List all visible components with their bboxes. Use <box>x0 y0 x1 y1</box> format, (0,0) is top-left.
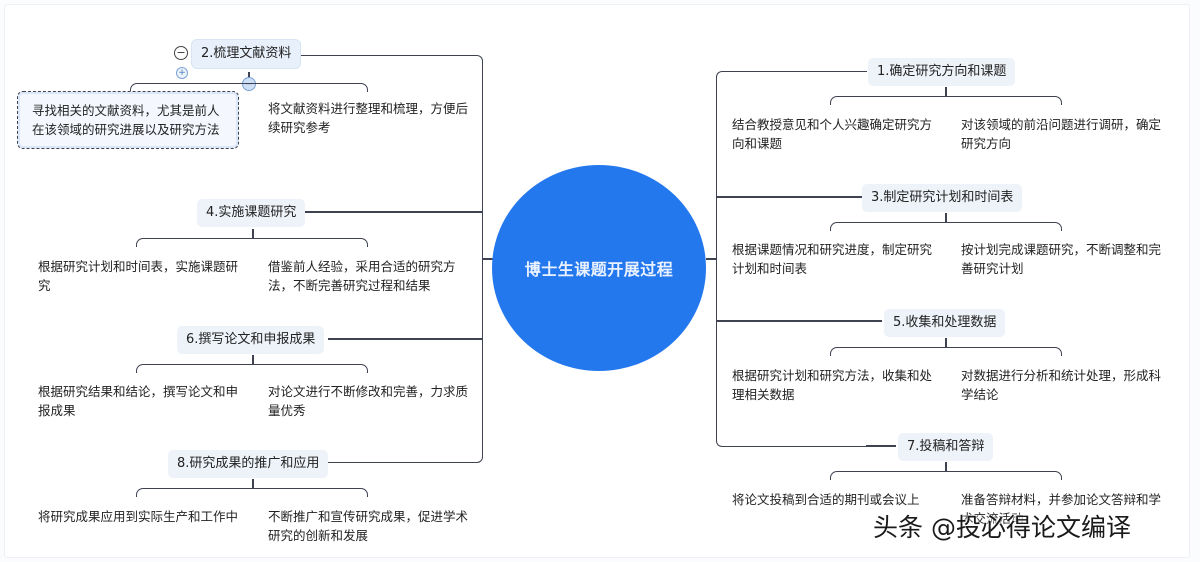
leaf-6-1[interactable]: 根据研究结果和结论，撰写论文和申报成果 <box>38 384 239 418</box>
leaf-2-1[interactable]: 寻找相关的文献资料，尤其是前人在该领域的研究进展以及研究方法 <box>17 91 239 149</box>
topic-5-collect-data[interactable]: 5.收集和处理数据 <box>884 309 1006 337</box>
left-connector-6 <box>328 338 483 340</box>
drag-handle-icon[interactable]: ⋯ <box>242 77 256 91</box>
leaf-2-2[interactable]: 将文献资料进行整理和梳理，方便后续研究参考 <box>268 101 469 135</box>
leaf-7-1[interactable]: 将论文投稿到合适的期刊或会议上 <box>732 492 920 507</box>
brace-5 <box>830 347 1062 356</box>
left-trunk-connector <box>300 55 483 463</box>
brace-7 <box>830 471 1062 480</box>
leaf-4-2[interactable]: 借鉴前人经验，采用合适的研究方法，不断完善研究过程和结果 <box>268 259 456 293</box>
stem-6 <box>252 355 254 364</box>
brace-6 <box>136 364 368 373</box>
leaf-5-2[interactable]: 对数据进行分析和统计处理，形成科学结论 <box>961 368 1162 402</box>
leaf-1-2[interactable]: 对该领域的前沿问题进行调研，确定研究方向 <box>961 117 1162 151</box>
topic-2-literature-review[interactable]: 2.梳理文献资料 <box>192 40 301 68</box>
brace-2 <box>130 83 368 92</box>
right-trunk-connector <box>716 71 867 447</box>
stem-1 <box>945 87 947 96</box>
leaf-4-1[interactable]: 根据研究计划和时间表，实施课题研究 <box>38 259 239 293</box>
leaf-1-1[interactable]: 结合教授意见和个人兴趣确定研究方向和课题 <box>732 117 933 151</box>
stem-7 <box>945 462 947 471</box>
brace-4 <box>136 238 368 247</box>
leaf-6-2[interactable]: 对论文进行不断修改和完善，力求质量优秀 <box>268 384 469 418</box>
leaf-3-2[interactable]: 按计划完成课题研究，不断调整和完善研究计划 <box>961 242 1162 276</box>
left-trunk-mid <box>483 258 493 260</box>
right-connector-7 <box>866 445 896 447</box>
brace-1 <box>830 96 1062 105</box>
leaf-3-1[interactable]: 根据课题情况和研究进度，制定研究计划和时间表 <box>732 242 933 276</box>
right-trunk-mid <box>706 258 716 260</box>
topic-1-determine-direction[interactable]: 1.确定研究方向和课题 <box>868 58 1016 86</box>
stem-8 <box>252 479 254 488</box>
topic-4-implement-research[interactable]: 4.实施课题研究 <box>197 199 306 227</box>
central-topic-label: 博士生课题开展过程 <box>524 260 674 279</box>
add-child-icon[interactable]: + <box>176 67 188 79</box>
leaf-7-2[interactable]: 准备答辩材料，并参加论文答辩和学术交流活动 <box>961 492 1162 526</box>
stem-3 <box>945 213 947 222</box>
leaf-8-1[interactable]: 将研究成果应用到实际生产和工作中 <box>38 509 239 524</box>
leaf-8-2[interactable]: 不断推广和宣传研究成果，促进学术研究的创新和发展 <box>268 509 469 543</box>
topic-6-write-paper[interactable]: 6.撰写论文和申报成果 <box>177 326 325 354</box>
leaf-5-1[interactable]: 根据研究计划和研究方法，收集和处理相关数据 <box>732 368 933 402</box>
stem-4 <box>252 229 254 238</box>
central-topic[interactable]: 博士生课题开展过程 <box>492 165 706 371</box>
watermark: 头条 @投必得论文编译 <box>873 513 1131 542</box>
left-connector-4 <box>305 211 483 213</box>
brace-8 <box>136 488 368 497</box>
right-connector-3 <box>717 196 863 198</box>
right-connector-5 <box>717 320 882 322</box>
brace-3 <box>830 222 1062 231</box>
topic-7-submit-defense[interactable]: 7.投稿和答辩 <box>898 433 994 461</box>
collapse-icon[interactable]: − <box>174 46 188 60</box>
stem-5 <box>945 338 947 347</box>
topic-3-research-plan[interactable]: 3.制定研究计划和时间表 <box>862 184 1023 212</box>
topic-8-promote-results[interactable]: 8.研究成果的推广和应用 <box>168 450 329 478</box>
